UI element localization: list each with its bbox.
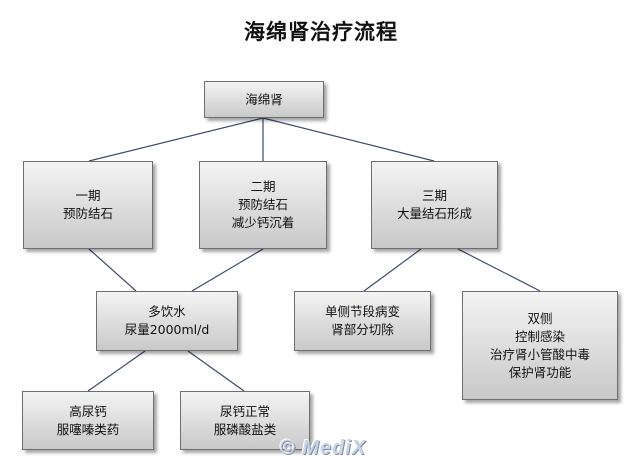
node-high-calcium-line-2: 服噻嗪类药 xyxy=(56,421,120,437)
node-unilateral: 单侧节段病变 肾部分切除 xyxy=(294,291,431,351)
node-normal-calcium-line-2: 服磷酸盐类 xyxy=(213,421,277,437)
node-unilateral-line-2: 肾部分切除 xyxy=(331,322,394,337)
diagram-title: 海绵肾治疗流程 xyxy=(244,20,398,44)
node-stage-1-line-2: 预防结石 xyxy=(62,206,113,221)
edge-stage3-bilateral xyxy=(457,248,541,292)
node-drink-water-line-1: 多饮水 xyxy=(148,304,186,319)
node-bilateral: 双侧 控制感染 治疗肾小管酸中毒 保护肾功能 xyxy=(462,291,618,400)
node-stage-3-line-1: 三期 xyxy=(421,188,447,203)
watermark: © MediX xyxy=(279,437,367,459)
edge-drink-highca xyxy=(87,350,146,392)
node-drink-water-line-2: 尿量2000ml/d xyxy=(124,322,210,337)
node-root-line-1: 海绵肾 xyxy=(245,91,283,107)
node-normal-calcium: 尿钙正常 服磷酸盐类 xyxy=(180,391,310,450)
node-stage-2: 二期 预防结石 减少钙沉着 xyxy=(199,161,327,249)
node-high-calcium: 高尿钙 服噻嗪类药 xyxy=(22,391,154,450)
node-bilateral-line-1: 双侧 xyxy=(527,310,553,326)
node-stage-2-line-2: 预防结石 xyxy=(237,197,288,212)
node-bilateral-line-3: 治疗肾小管酸中毒 xyxy=(489,346,590,362)
edge-stage1-drink xyxy=(88,248,137,292)
node-bilateral-line-4: 保护肾功能 xyxy=(508,364,572,380)
node-stage-3-line-2: 大量结石形成 xyxy=(396,206,472,221)
node-stage-1-line-1: 一期 xyxy=(75,188,101,203)
node-high-calcium-line-1: 高尿钙 xyxy=(69,403,107,419)
edge-stage3-unilateral xyxy=(363,248,422,292)
edge-root-stage1 xyxy=(88,117,264,162)
node-normal-calcium-line-1: 尿钙正常 xyxy=(219,403,270,419)
node-unilateral-line-1: 单侧节段病变 xyxy=(324,304,400,319)
node-stage-2-line-1: 二期 xyxy=(250,179,276,194)
edge-drink-normalca xyxy=(187,350,245,392)
node-stage-2-line-3: 减少钙沉着 xyxy=(231,215,295,230)
node-drink-water: 多饮水 尿量2000ml/d xyxy=(96,291,238,351)
edge-root-stage3 xyxy=(262,117,435,162)
node-stage-3: 三期 大量结石形成 xyxy=(371,161,498,249)
node-stage-1: 一期 预防结石 xyxy=(23,161,153,249)
edge-stage2-drink xyxy=(191,248,264,292)
node-bilateral-line-2: 控制感染 xyxy=(514,328,565,344)
node-root: 海绵肾 xyxy=(204,81,324,118)
